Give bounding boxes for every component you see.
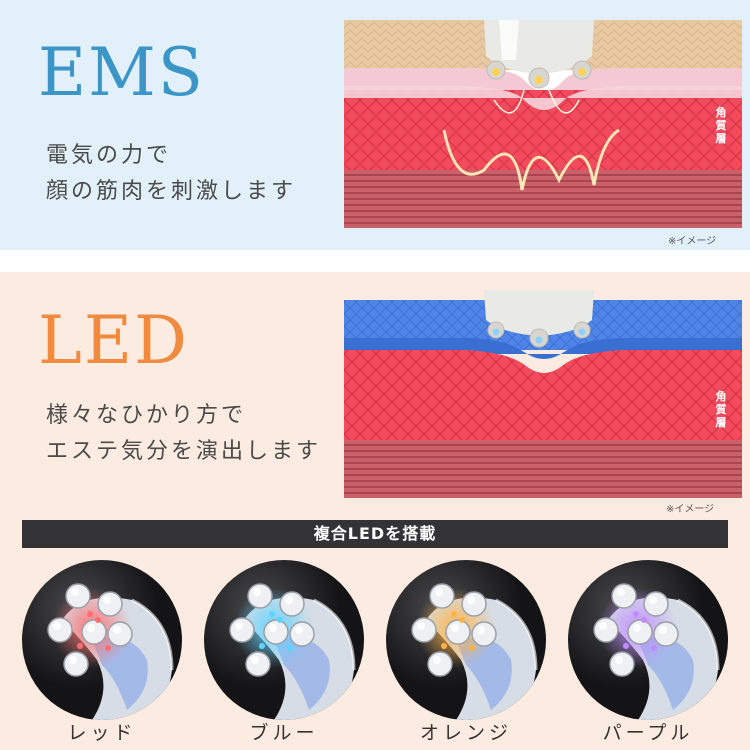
ems-desc-line2: 顔の筋肉を刺激します [46, 179, 297, 204]
ems-skin-diagram: 角質層 [344, 20, 742, 228]
led-color-purple: パープル [568, 560, 728, 750]
led-desc-line1: 様々なひかり方で [46, 403, 247, 428]
ems-description: 電気の力で 顔の筋肉を刺激します [46, 138, 296, 210]
device-purple-illustration [568, 560, 728, 720]
led-color-label: オレンジ [419, 722, 512, 744]
led-color-orange: オレンジ [386, 560, 546, 750]
ems-section: EMS 電気の力で 顔の筋肉を刺激します [0, 0, 750, 250]
section-divider [0, 250, 750, 272]
led-description: 様々なひかり方で エステ気分を演出します [46, 398, 321, 470]
ems-title: EMS [38, 34, 205, 111]
ems-electrodes [486, 60, 592, 89]
led-title: LED [38, 302, 189, 379]
led-color-label: レッド [67, 722, 137, 744]
device-closeup-orange [386, 560, 546, 720]
ems-layer-label: 角質層 [715, 106, 727, 145]
device-blue-illustration [204, 560, 364, 720]
led-image-note: ※イメージ [666, 504, 715, 515]
ems-desc-line1: 電気の力で [46, 143, 172, 168]
device-closeup-red [22, 560, 182, 720]
led-layer-label: 角質層 [715, 390, 727, 429]
device-closeup-blue [204, 560, 364, 720]
led-feature-bar-label: 複合LEDを搭載 [313, 524, 437, 543]
ems-skin-illustration [344, 20, 742, 228]
device-closeup-purple [568, 560, 728, 720]
device-red-illustration [22, 560, 182, 720]
ems-image-note: ※イメージ [668, 236, 717, 247]
led-section: LED 様々なひかり方で エステ気分を演出します [0, 272, 750, 750]
led-emitters [487, 321, 591, 348]
led-skin-illustration [344, 290, 742, 498]
led-color-label: ブルー [249, 722, 319, 744]
led-desc-line2: エステ気分を演出します [46, 439, 322, 464]
led-color-blue: ブルー [204, 560, 364, 750]
led-feature-bar: 複合LEDを搭載 [22, 520, 728, 548]
led-color-label: パープル [602, 722, 694, 744]
device-orange-illustration [386, 560, 546, 720]
led-color-red: レッド [22, 560, 182, 750]
led-skin-diagram: 角質層 [344, 290, 742, 498]
